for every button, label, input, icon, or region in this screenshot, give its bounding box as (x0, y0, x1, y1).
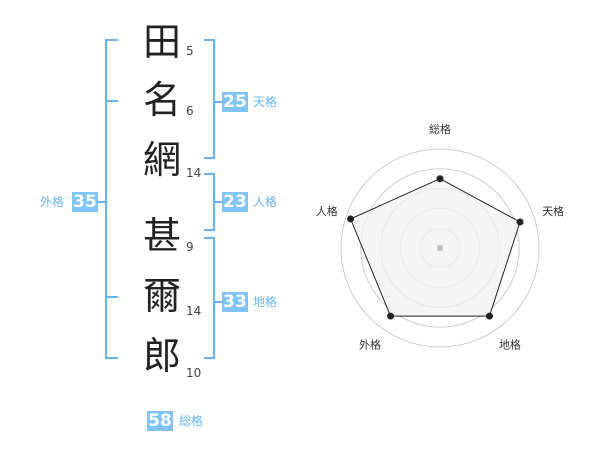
radar-axis-label-1: 総格 (429, 122, 451, 136)
chikaku-bracket (204, 237, 215, 359)
jinkaku-badge: 23 (222, 192, 248, 212)
stroke-count-6: 10 (186, 366, 202, 380)
stroke-count-3: 14 (186, 166, 202, 180)
radar-point-4 (387, 312, 395, 320)
radar-point-1 (436, 175, 444, 183)
radar-point-3 (485, 312, 493, 320)
tenkaku-bracket (204, 39, 215, 159)
name-char-3: 網 (142, 138, 181, 182)
radar-axis-label-3: 地格 (499, 337, 521, 351)
radar-center-point (437, 245, 443, 251)
stroke-count-4: 9 (186, 240, 194, 254)
radar-axis-label-4: 外格 (359, 337, 381, 351)
name-char-6: 郎 (142, 334, 181, 378)
stroke-count-2: 6 (186, 104, 194, 118)
soukaku-label: 総格 (179, 414, 204, 428)
radar-ring (360, 168, 520, 328)
tenkaku-badge: 25 (222, 92, 248, 112)
stroke-count-5: 14 (186, 304, 202, 318)
radar-polygon (349, 178, 521, 317)
name-char-2: 名 (142, 78, 181, 122)
name-char-4: 甚 (142, 214, 181, 258)
tenkaku-label: 天格 (253, 95, 278, 109)
radar-ring (340, 148, 540, 348)
jinkaku-label: 人格 (253, 195, 278, 209)
radar-point-5 (347, 215, 355, 223)
name-char-5: 爾 (142, 274, 181, 318)
gaikaku-label: 外格 (40, 195, 65, 209)
gaikaku-badge: 35 (72, 192, 98, 212)
chikaku-label: 地格 (253, 295, 278, 309)
chikaku-badge: 33 (222, 292, 248, 312)
radar-axis-label-5: 人格 (316, 204, 338, 218)
name-char-1: 田 (142, 20, 181, 64)
soukaku-badge: 58 (147, 411, 173, 431)
radar-axis-label-2: 天格 (542, 204, 564, 218)
gaikaku-bracket (105, 39, 118, 359)
stroke-count-1: 5 (186, 44, 194, 58)
radar-point-2 (516, 218, 524, 226)
